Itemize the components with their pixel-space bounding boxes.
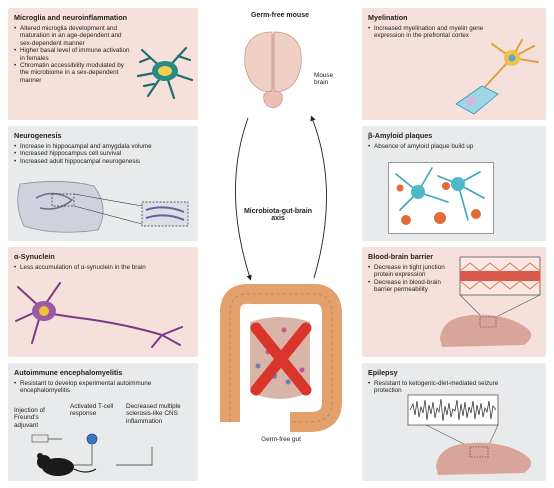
bullet: Absence of amyloid plaque build up: [368, 143, 540, 151]
axis-arrows: [235, 115, 327, 281]
neuron-illustration: [15, 282, 183, 348]
bullet: Resistant to develop experimental autoim…: [14, 380, 192, 395]
oligodendrocyte-illustration: [455, 39, 539, 115]
mouse-head-illustration: [440, 294, 541, 347]
panel-title: Blood-brain barrier: [368, 252, 434, 261]
axis-label-line: Microbiota-gut-brain: [243, 208, 313, 215]
panel-synuclein: α-Synuclein Less accumulation of α-synuc…: [8, 247, 198, 357]
bullet: Less accumulation of α-synuclein in the …: [14, 264, 192, 272]
bullet: Increased adult hippocampal neurogenesis: [14, 158, 192, 166]
mouse-brain-label: Mouse brain: [314, 72, 354, 87]
bullet: Increased hippocampus cell survival: [14, 150, 192, 158]
panel-bbb: Blood-brain barrier Decrease in tight ju…: [362, 247, 546, 357]
bullet: Altered microglia development and matura…: [14, 25, 130, 47]
step-tcell: Activated T-cell response: [70, 403, 114, 418]
panel-epilepsy: Epilepsy Resistant to ketogenic-diet-med…: [362, 363, 546, 481]
panel-myelination: Myelination Increased myelination and my…: [362, 8, 546, 120]
mouse-brain-label-line: Mouse: [314, 72, 334, 79]
axis-label: Microbiota-gut-brain axis: [236, 208, 320, 223]
bullet: Decrease in blood-brain barrier permeabi…: [368, 279, 454, 294]
amyloid-plaque-illustration: [395, 167, 485, 225]
bullet: Higher basal level of immune activation …: [14, 47, 130, 62]
germ-free-gut-label: Germ-free gut: [261, 436, 301, 443]
hippocampus-slice-illustration: [17, 181, 189, 233]
mouse-brain-illustration: [244, 31, 302, 109]
bullet: Chromatin accessibility modulated by the…: [14, 62, 130, 84]
panel-title: Epilepsy: [368, 368, 398, 377]
step-injection: Injection of Freund's adjuvant: [14, 407, 45, 429]
step-inflammation: Decreased multiple sclerosis-like CNS in…: [126, 403, 181, 425]
panel-neurogenesis: Neurogenesis Increase in hippocampal and…: [8, 126, 198, 241]
eeg-trace-illustration: [407, 394, 499, 426]
bullet: Increased myelination and myelin gene ex…: [368, 25, 498, 40]
mouse-brain-label-line: brain: [314, 79, 329, 87]
panel-title: Myelination: [368, 13, 408, 22]
panel-title: β-Amyloid plaques: [368, 131, 433, 140]
mouse-experiment-illustration: [31, 433, 153, 476]
bullet: Decrease in tight junction protein expre…: [368, 264, 454, 279]
mouse-head-illustration: [425, 424, 532, 475]
panel-autoimmune: Autoimmune encephalomyelitis Resistant t…: [8, 363, 198, 481]
panel-title: Microglia and neuroinflammation: [14, 13, 128, 22]
microglia-cell-illustration: [136, 46, 194, 100]
blood-vessel-illustration: [459, 256, 541, 296]
panel-title: α-Synuclein: [14, 252, 55, 261]
germ-free-gut-illustration: [220, 283, 342, 432]
panel-title: Neurogenesis: [14, 131, 62, 140]
panel-amyloid: β-Amyloid plaques Absence of amyloid pla…: [362, 126, 546, 241]
panel-microglia: Microglia and neuroinflammation Altered …: [8, 8, 198, 120]
bullet: Increase in hippocampal and amygdala vol…: [14, 143, 192, 151]
panel-title: Autoimmune encephalomyelitis: [14, 368, 123, 377]
bullet: Resistant to ketogenic-diet-mediated sei…: [368, 380, 518, 395]
germ-free-mouse-label: Germ-free mouse: [251, 12, 309, 19]
axis-label-line: axis: [271, 215, 285, 223]
